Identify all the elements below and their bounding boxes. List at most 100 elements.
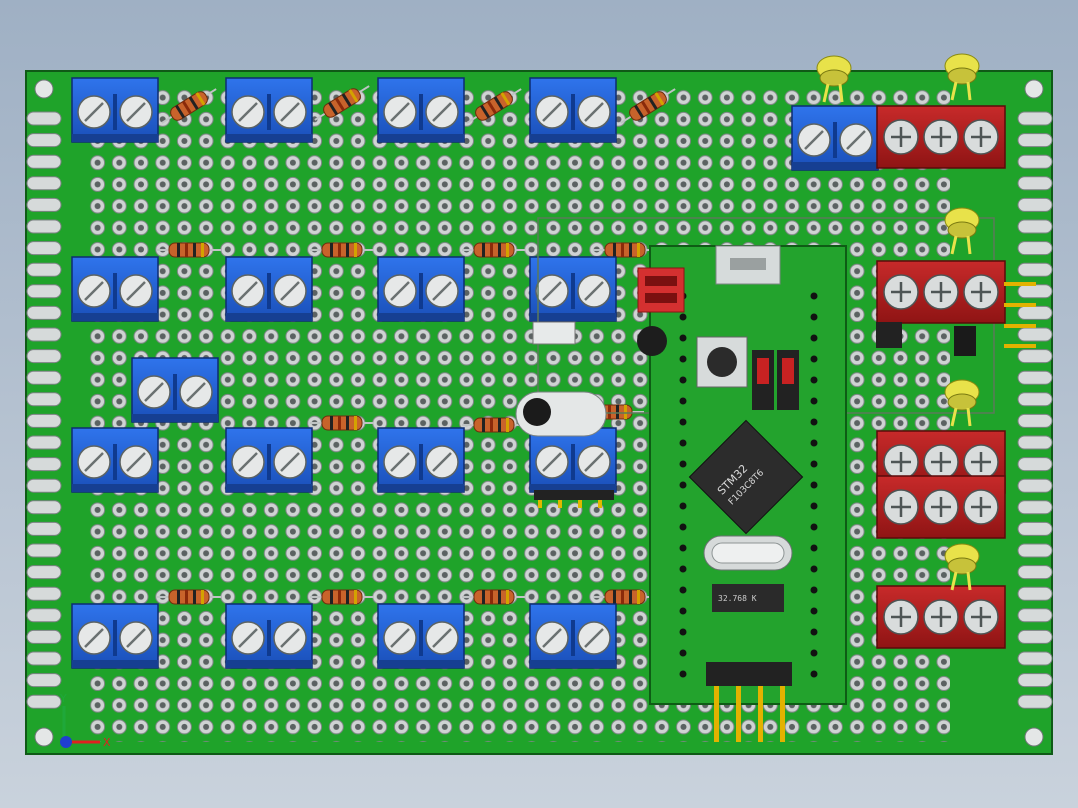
resistor — [310, 415, 374, 431]
yellow-capacitors — [816, 53, 980, 591]
edge-slot — [1017, 111, 1053, 126]
edge-slot — [26, 500, 62, 515]
blue-terminal-block — [377, 77, 465, 143]
blue-terminal-block — [71, 77, 159, 143]
edge-slot — [1017, 521, 1053, 536]
blue-terminal-block — [71, 603, 159, 669]
axis-y-label: Y — [59, 692, 67, 705]
edge-slot — [26, 370, 62, 385]
edge-slot — [1017, 392, 1053, 407]
mounting-holes — [34, 79, 1044, 747]
edge-slot — [1017, 478, 1053, 493]
axis-x-label: X — [103, 736, 111, 749]
resistor — [161, 88, 217, 124]
edge-slot — [1017, 327, 1053, 342]
edge-slot — [26, 111, 62, 126]
edge-slot — [26, 349, 62, 364]
edge-slot — [1017, 133, 1053, 148]
red-terminal-block — [876, 260, 1006, 324]
edge-slot — [26, 219, 62, 234]
capacitor — [944, 207, 980, 255]
edge-slot — [26, 413, 62, 428]
edge-slot — [1017, 284, 1053, 299]
edge-slot — [26, 197, 62, 212]
edge-slot — [1017, 586, 1053, 601]
blue-terminal-block — [791, 105, 879, 171]
slide-switch — [532, 321, 576, 345]
resistor — [314, 85, 370, 121]
edge-slot — [26, 608, 62, 623]
resistor — [462, 242, 526, 258]
edge-slot — [26, 435, 62, 450]
edge-slot — [26, 651, 62, 666]
blue-terminal-block — [529, 603, 617, 669]
edge-slot — [26, 392, 62, 407]
edge-slot — [1017, 262, 1053, 277]
edge-slot — [26, 478, 62, 493]
edge-slot — [1017, 413, 1053, 428]
edge-slot — [26, 154, 62, 169]
edge-slot — [1017, 694, 1053, 709]
edge-slot — [26, 586, 62, 601]
capacitor — [816, 55, 852, 103]
edge-slot — [1017, 154, 1053, 169]
edge-slot — [26, 629, 62, 644]
capacitor — [944, 379, 980, 427]
edge-slot — [1017, 543, 1053, 558]
blue-terminal-block — [225, 256, 313, 322]
header-pins-middle — [534, 490, 614, 508]
edge-slot — [1017, 197, 1053, 212]
resistor — [157, 242, 221, 258]
blue-terminal-block — [225, 427, 313, 493]
edge-slot — [26, 241, 62, 256]
edge-slot — [1017, 500, 1053, 515]
blue-terminal-block — [71, 427, 159, 493]
crystal-sensor — [515, 391, 607, 437]
right-pin-header — [876, 282, 1036, 356]
edge-slot — [1017, 219, 1053, 234]
resistor — [593, 242, 657, 258]
edge-slots — [26, 111, 1053, 709]
resistor — [157, 589, 221, 605]
resistor — [310, 589, 374, 605]
edge-slot — [1017, 629, 1053, 644]
mcu-bottom-header — [706, 662, 792, 742]
red-jumper-left — [637, 267, 685, 313]
blue-terminal-blocks — [71, 77, 879, 669]
edge-slot — [26, 565, 62, 580]
edge-slot — [1017, 176, 1053, 191]
resistor — [310, 242, 374, 258]
edge-slot — [1017, 370, 1053, 385]
red-terminal-block — [876, 105, 1006, 169]
blue-terminal-block — [529, 256, 617, 322]
blue-terminal-block — [225, 603, 313, 669]
resistor — [593, 589, 657, 605]
mcu-chip: STM32 F103C8T6 — [688, 419, 804, 535]
edge-slot — [1017, 608, 1053, 623]
resistor — [620, 88, 676, 124]
edge-slot — [26, 133, 62, 148]
edge-slot — [26, 521, 62, 536]
ic-label: 32.768 K — [718, 594, 757, 603]
blue-terminal-block — [131, 357, 219, 423]
edge-slot — [26, 673, 62, 688]
blue-terminal-block — [377, 603, 465, 669]
small-ic — [712, 584, 784, 612]
blue-terminal-block — [225, 77, 313, 143]
edge-slot — [1017, 435, 1053, 450]
blue-terminal-block — [529, 427, 617, 493]
resistor — [462, 589, 526, 605]
edge-slot — [1017, 305, 1053, 320]
mcu-board: STM32 F103C8T6 32.768 K — [649, 245, 847, 742]
edge-slot — [26, 305, 62, 320]
capacitor — [944, 53, 980, 101]
red-terminal-blocks — [876, 105, 1006, 649]
red-terminal-block — [876, 475, 1006, 539]
blue-terminal-block — [71, 256, 159, 322]
buzzer — [637, 326, 667, 356]
resistors — [157, 85, 676, 605]
capacitor — [944, 543, 980, 591]
edge-slot — [1017, 457, 1053, 472]
edge-slot — [26, 284, 62, 299]
